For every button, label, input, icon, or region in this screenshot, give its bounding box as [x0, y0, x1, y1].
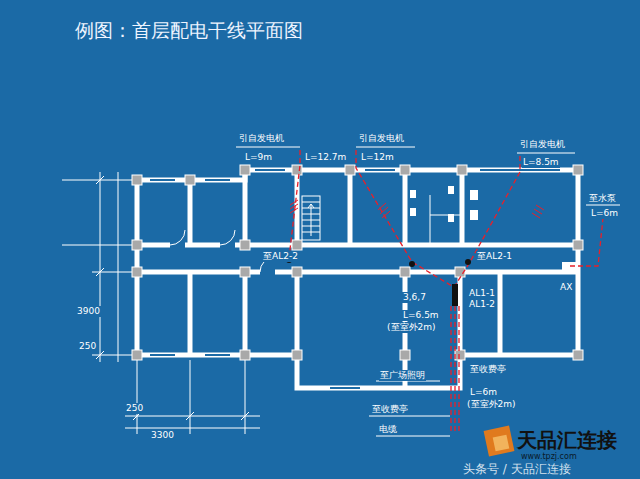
dimension: 250: [125, 403, 144, 414]
target-label: 至AL2-1: [476, 251, 513, 262]
length: L=9m: [244, 152, 273, 163]
source-label: 引自发电机: [358, 133, 405, 144]
panel-name: AL1-2: [468, 299, 496, 310]
length: L=8.5m: [522, 157, 560, 168]
source-label: 引自发电机: [519, 139, 566, 150]
target-label: 至广场照明: [379, 370, 426, 381]
panel-name: AL1-1: [468, 288, 496, 299]
note: (至室外2m): [466, 399, 517, 410]
dimension: 250: [78, 341, 97, 352]
length: L=6m: [469, 387, 498, 398]
note: (至室外2m): [386, 322, 437, 333]
dimension: 3900: [76, 306, 101, 317]
target-label: 至收费亭: [469, 364, 507, 375]
title: 例图：首层配电干线平面图: [75, 18, 303, 42]
circuit-number: 3,6,7: [402, 292, 427, 303]
target-label: 至收费亭: [371, 404, 409, 415]
dimension: 3300: [150, 430, 175, 441]
target-label: 至水泵: [588, 193, 617, 204]
source-label: 引自发电机: [238, 133, 285, 144]
length: L=12m: [360, 152, 395, 163]
watermark-logo: 天品汇连接: [516, 428, 618, 452]
length: L=6m: [590, 208, 619, 219]
length: L=12.7m: [304, 152, 347, 163]
panel-name: AX: [559, 282, 573, 293]
target-label: 至AL2-2: [262, 251, 299, 262]
watermark: 头条号 / 天品汇连接: [462, 462, 572, 476]
cable-label: 电缆: [378, 424, 398, 435]
watermark-url: www.tpzj.com: [520, 452, 578, 462]
length: L=6.5m: [402, 310, 440, 321]
